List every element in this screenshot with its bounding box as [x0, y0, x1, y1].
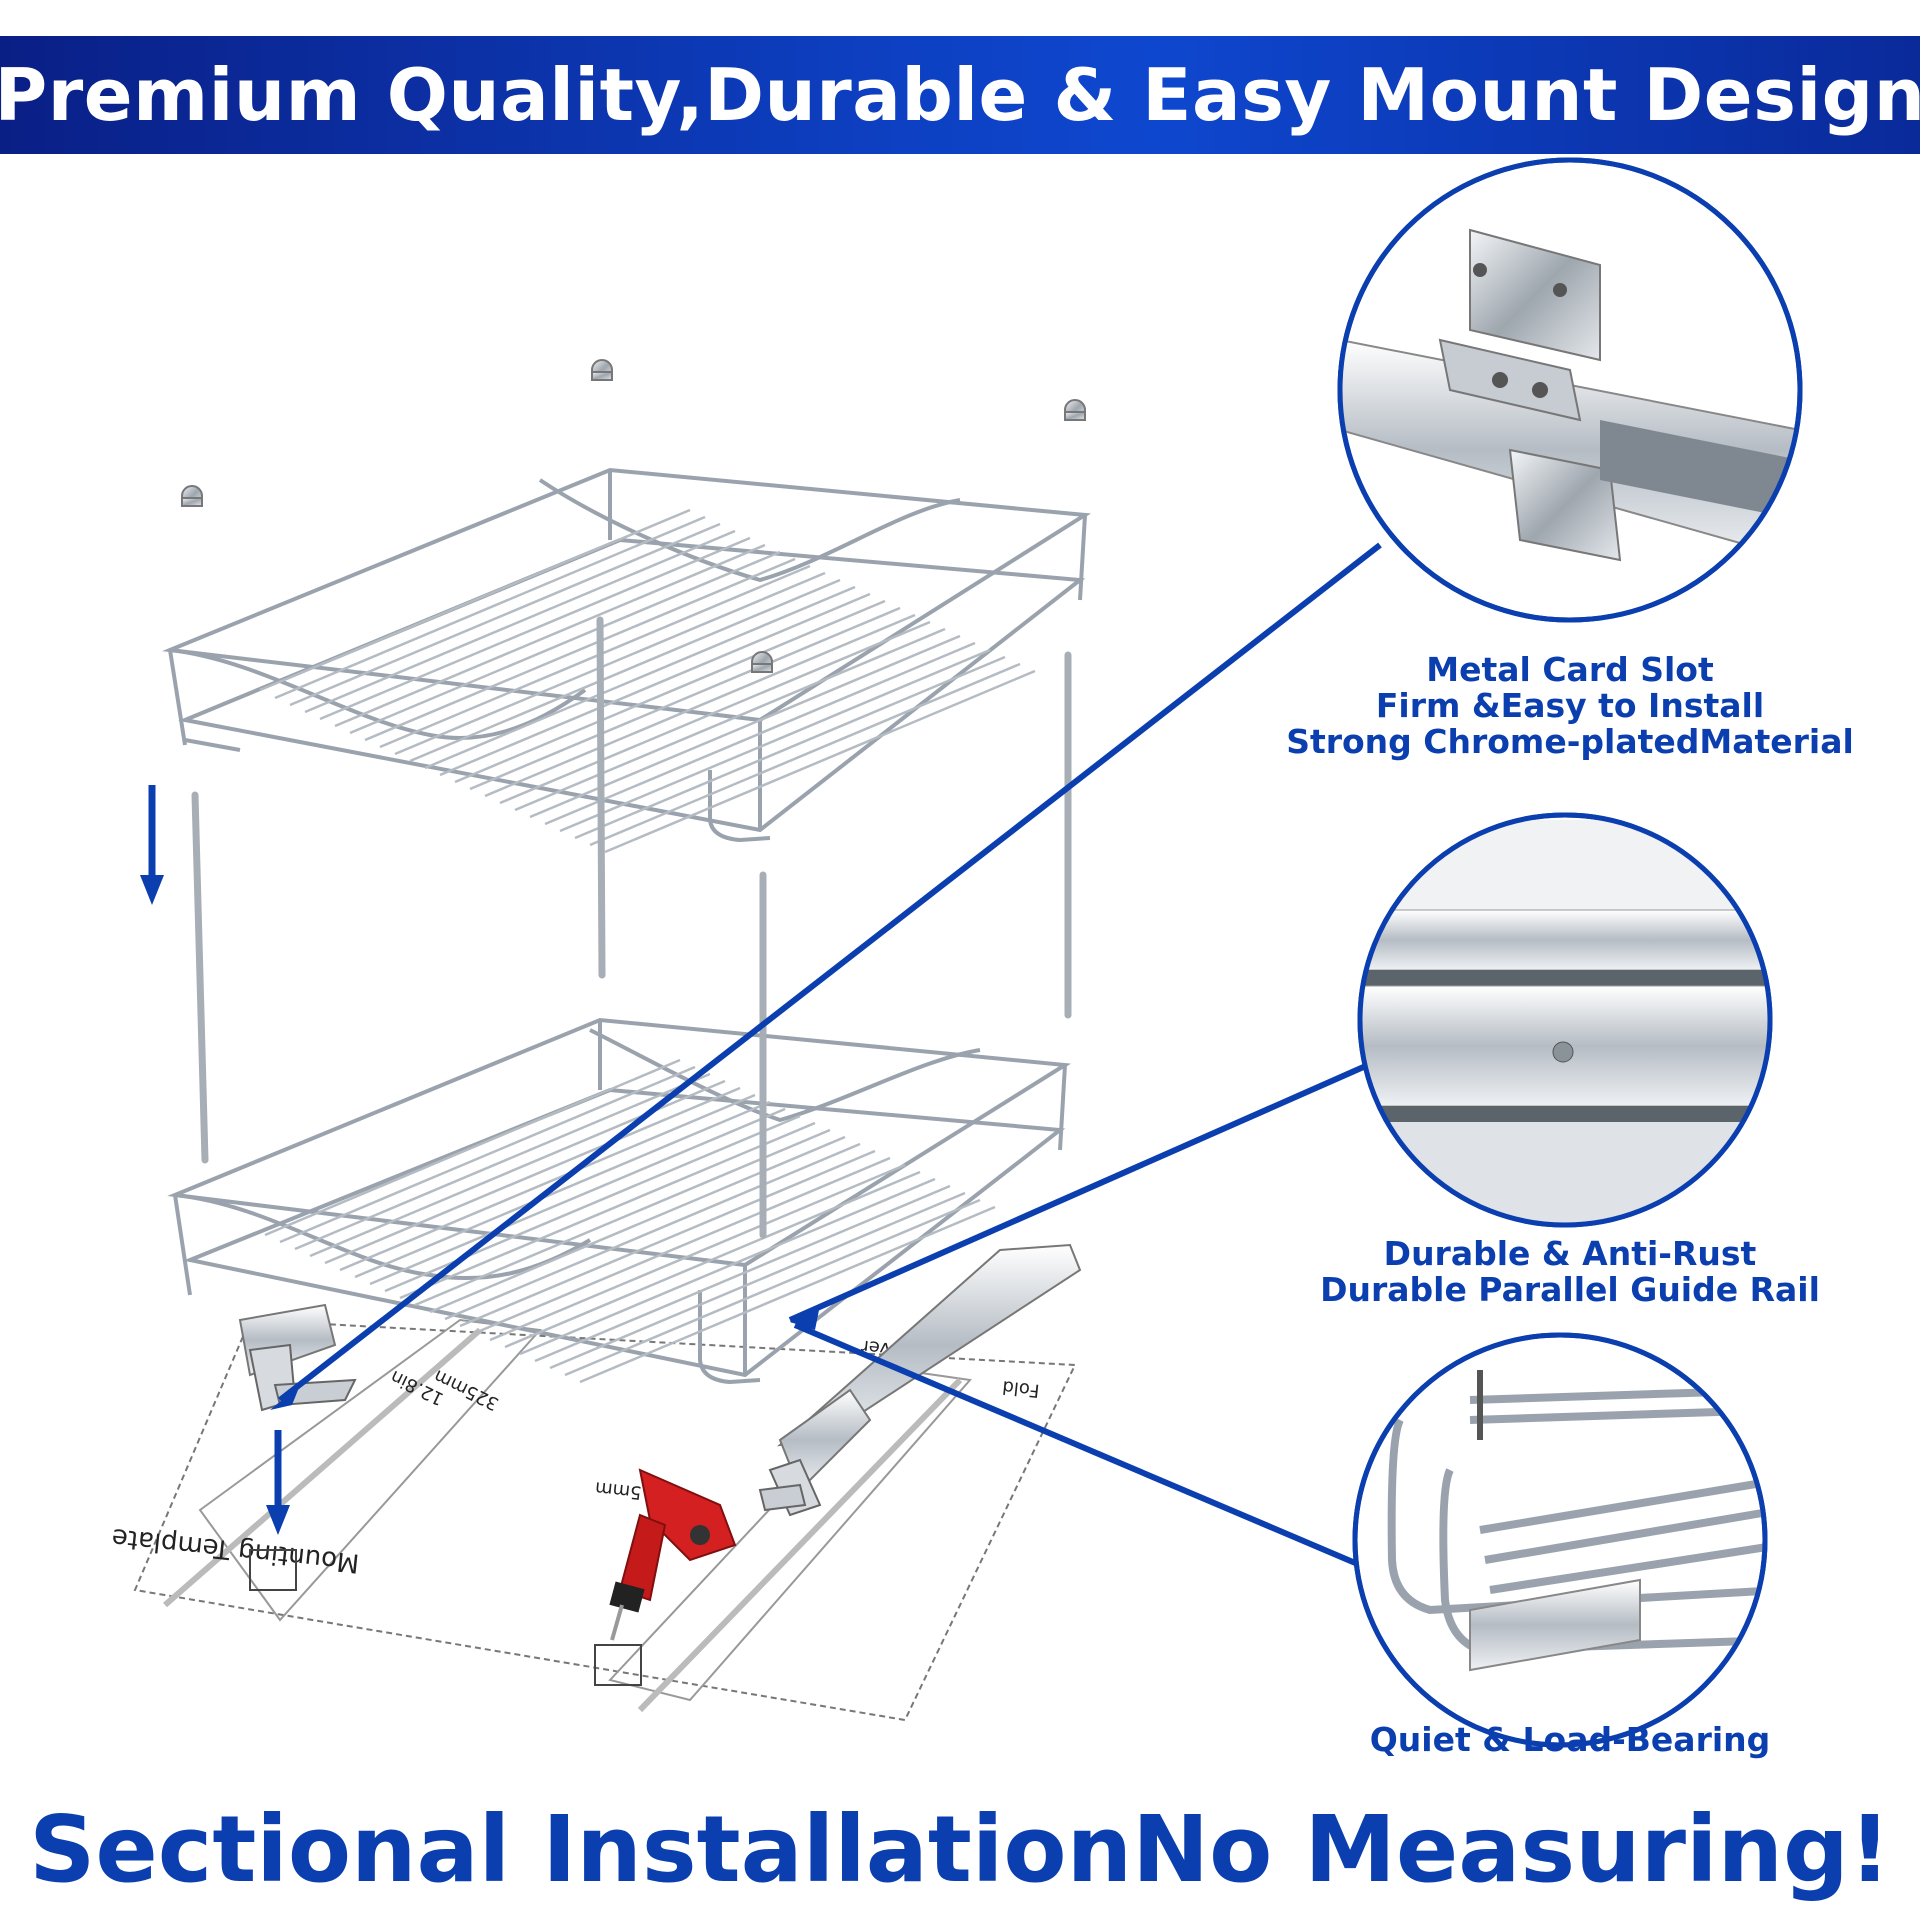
feature-caption-3: Quiet & Load-Bearing [1230, 1722, 1910, 1758]
feature-2-line-2: Durable Parallel Guide Rail [1320, 1270, 1820, 1309]
feature-1-line-1: Metal Card Slot [1426, 650, 1714, 689]
callout-arrowhead-icon [790, 1305, 820, 1330]
feature-3-line-1: Quiet & Load-Bearing [1369, 1720, 1771, 1759]
cap-nuts [181, 359, 1086, 673]
feature-1-line-2: Firm &Easy to Install [1375, 686, 1765, 725]
page-title: Premium Quality,Durable & Easy Mount Des… [0, 53, 1920, 137]
template-fold-label: Fold [1001, 1376, 1040, 1401]
lower-basket-floor [264, 1058, 996, 1384]
footer-tagline: Sectional InstallationNo Measuring! [29, 1796, 1891, 1903]
callout-lines [278, 542, 1382, 1568]
upper-basket-floor [259, 508, 1036, 854]
feature-1-line-3: Strong Chrome-platedMaterial [1286, 722, 1854, 761]
down-arrow-icon [266, 1430, 290, 1535]
header-banner: Premium Quality,Durable & Easy Mount Des… [0, 36, 1920, 154]
drill-icon [609, 1468, 737, 1641]
feature-2-line-1: Durable & Anti-Rust [1383, 1234, 1757, 1273]
support-rods [191, 616, 1072, 1239]
callout-arrowhead-icon [270, 1385, 300, 1410]
feature-caption-2: Durable & Anti-Rust Durable Parallel Gui… [1230, 1236, 1910, 1308]
feature-3-marker [1352, 1332, 1768, 1748]
down-arrow-icon [140, 785, 164, 905]
feature-2-marker [1357, 812, 1773, 1228]
right-slide-rail [758, 1243, 1082, 1517]
metal-card-slot-closeup [1337, 157, 1803, 623]
basket-frame-closeup [1352, 1332, 1768, 1748]
feature-1-marker [1337, 157, 1803, 623]
feature-caption-1: Metal Card Slot Firm &Easy to Install St… [1230, 652, 1910, 760]
